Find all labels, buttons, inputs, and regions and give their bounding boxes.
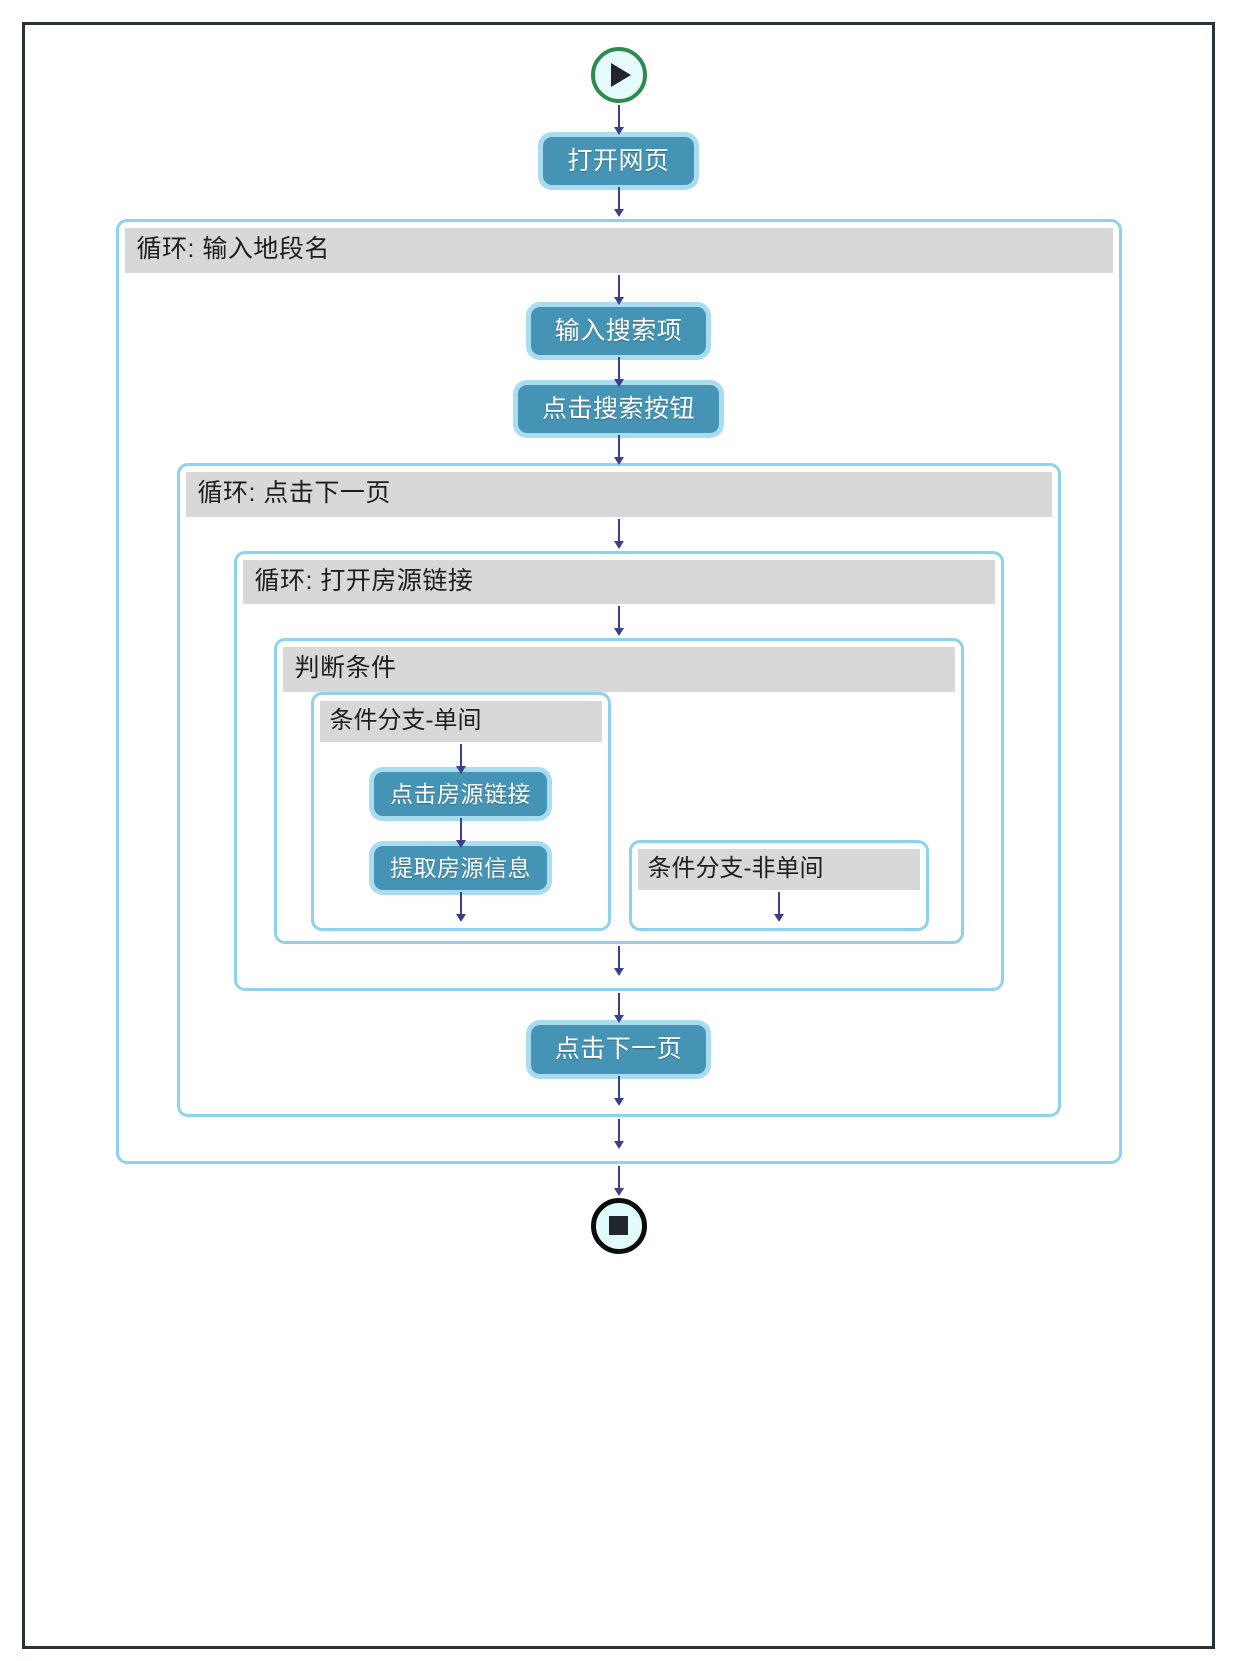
connector-arrow-icon — [612, 1164, 626, 1198]
node-click-listing-link[interactable]: 点击房源链接 — [374, 772, 547, 817]
node-open-page[interactable]: 打开网页 — [543, 137, 694, 186]
loop-next-page-body: 循环: 打开房源链接 判断条件 — [186, 517, 1052, 1106]
connector-arrow-icon — [454, 890, 468, 923]
branch-not-single-room-body — [638, 890, 920, 923]
condition-block[interactable]: 判断条件 条件分支-单间 — [273, 638, 964, 945]
loop-district[interactable]: 循环: 输入地段名 输入搜索项 点击搜索按钮 循环: 点击下一页 循环: 打开房… — [115, 219, 1122, 1164]
connector-arrow-icon — [454, 742, 468, 775]
condition-title: 判断条件 — [282, 647, 955, 692]
end-node[interactable] — [590, 1197, 647, 1254]
start-node[interactable] — [590, 47, 647, 103]
connector-arrow-icon — [612, 433, 626, 466]
loop-next-page[interactable]: 循环: 点击下一页 循环: 打开房源链接 判断条件 — [176, 463, 1061, 1117]
branch-single-room[interactable]: 条件分支-单间 点击房源链接 提取房源信息 — [310, 691, 611, 932]
loop-district-body: 输入搜索项 点击搜索按钮 循环: 点击下一页 循环: 打开房源链接 — [125, 273, 1113, 1151]
branch-single-room-body: 点击房源链接 提取房源信息 — [320, 742, 602, 923]
connector-arrow-icon — [612, 103, 626, 137]
loop-listing-link-title: 循环: 打开房源链接 — [242, 559, 995, 605]
loop-next-page-title: 循环: 点击下一页 — [185, 472, 1052, 517]
branch-not-single-room[interactable]: 条件分支-非单间 — [628, 840, 929, 932]
connector-arrow-icon — [454, 816, 468, 849]
branch-single-room-title: 条件分支-单间 — [319, 700, 602, 743]
node-input-search[interactable]: 输入搜索项 — [530, 306, 707, 355]
branch-not-single-room-title: 条件分支-非单间 — [637, 849, 920, 891]
connector-arrow-icon — [612, 604, 626, 638]
stop-icon — [609, 1216, 628, 1236]
loop-listing-link[interactable]: 循环: 打开房源链接 判断条件 — [233, 550, 1004, 992]
node-click-next-page[interactable]: 点击下一页 — [530, 1025, 707, 1074]
connector-arrow-icon — [612, 355, 626, 387]
loop-district-title: 循环: 输入地段名 — [124, 228, 1113, 273]
connector-arrow-icon — [612, 944, 626, 978]
connector-arrow-icon — [612, 185, 626, 219]
node-extract-listing[interactable]: 提取房源信息 — [374, 846, 547, 891]
condition-body: 条件分支-单间 点击房源链接 提取房源信息 — [283, 691, 955, 932]
connector-arrow-icon — [612, 273, 626, 307]
loop-listing-link-body: 判断条件 条件分支-单间 — [243, 604, 995, 978]
connector-arrow-icon — [612, 517, 626, 551]
connector-arrow-icon — [612, 1117, 626, 1151]
connector-arrow-icon — [772, 890, 786, 923]
connector-arrow-icon — [612, 1074, 626, 1106]
connector-arrow-icon — [612, 991, 626, 1025]
node-click-search[interactable]: 点击搜索按钮 — [517, 385, 719, 434]
condition-branch-row: 条件分支-单间 点击房源链接 提取房源信息 — [283, 691, 955, 932]
flowchart-frame: 打开网页 循环: 输入地段名 输入搜索项 点击搜索按钮 循环: 点击下一页 — [22, 22, 1215, 1649]
play-icon — [611, 63, 631, 87]
